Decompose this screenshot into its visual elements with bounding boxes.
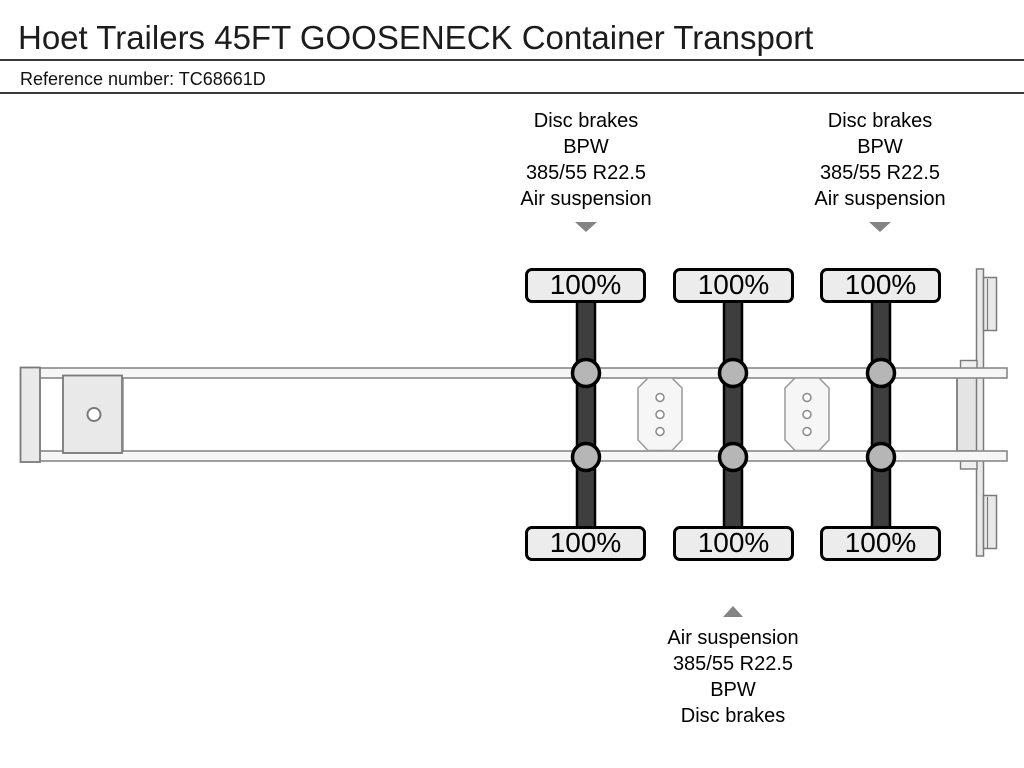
rear-bracket-bottom [959,460,978,470]
axle-bar-3 [870,299,892,530]
axle-bar-1 [575,299,597,530]
annotation-rear-axle: Disc brakes BPW 385/55 R22.5 Air suspens… [750,108,1010,212]
annotation-front-axle: Disc brakes BPW 385/55 R22.5 Air suspens… [456,108,716,212]
title-divider [0,59,1024,61]
annotation-line: 385/55 R22.5 [819,162,941,184]
main-rail-top [37,367,1008,379]
annotation-line: Air suspension [520,188,652,210]
annotation-line: BPW [710,679,756,701]
annotation-line: BPW [857,136,903,158]
annotation-line: Disc brakes [827,110,933,132]
annotation-line: Disc brakes [533,110,639,132]
arrow-down-icon [575,222,597,232]
tyre-percent-badge: 100% [673,268,794,303]
axle-bar-2 [722,299,744,530]
reference-number: Reference number: TC68661D [20,69,266,89]
tyre-percent-badge: 100% [525,526,646,561]
crossmember-2 [784,377,830,452]
wheel-axle3-top [865,357,897,389]
wheel-axle1-top [570,357,602,389]
reference-divider [0,92,1024,94]
rear-bumper-bar [975,268,985,557]
crossmember-1 [637,377,683,452]
tyre-percent-badge: 100% [820,526,941,561]
wheel-axle2-bottom [717,441,749,473]
arrow-down-icon [869,222,891,232]
wheel-axle3-bottom [865,441,897,473]
kingpin [86,407,102,422]
annotation-line: Air suspension [814,188,946,210]
rear-corner-lamp-bottom [982,494,998,550]
arrow-up-icon [723,606,743,617]
front-end-beam [19,366,41,463]
annotation-line: 385/55 R22.5 [525,162,647,184]
wheel-axle1-bottom [570,441,602,473]
annotation-middle-axle: Air suspension 385/55 R22.5 BPW Disc bra… [603,625,863,729]
tyre-percent-badge: 100% [820,268,941,303]
rear-corner-lamp-top [982,276,998,332]
tyre-percent-badge: 100% [673,526,794,561]
annotation-line: BPW [563,136,609,158]
annotation-line: Disc brakes [680,705,786,727]
page-title: Hoet Trailers 45FT GOOSENECK Container T… [18,19,814,56]
annotation-line: Air suspension [667,627,799,649]
annotation-line: 385/55 R22.5 [672,653,794,675]
chassis-interior [123,376,960,452]
main-rail-bottom [37,450,1008,462]
wheel-axle2-top [717,357,749,389]
tyre-percent-badge: 100% [525,268,646,303]
